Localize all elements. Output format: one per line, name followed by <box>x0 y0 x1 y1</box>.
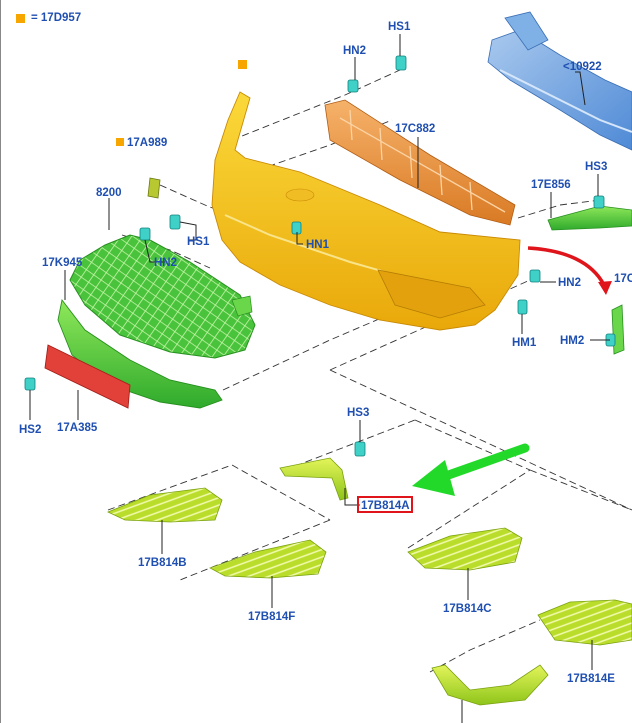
bracket-17c <box>611 304 625 355</box>
bracket-17b814a <box>279 457 349 501</box>
legend-text: = 17D957 <box>31 12 82 24</box>
leader-lines <box>29 34 610 723</box>
bezel-17b814f <box>209 539 327 579</box>
label-hs1-left: HS1 <box>187 236 210 248</box>
label-hm1: HM1 <box>512 337 537 349</box>
bezel-lower <box>431 664 549 706</box>
legend: = 17D957 <box>16 12 81 24</box>
label-hs2: HS2 <box>19 424 41 436</box>
highlight-box <box>357 496 413 513</box>
direction-arrow-red-head <box>598 281 612 295</box>
label-17k945: 17K945 <box>42 257 83 269</box>
label-hn1: HN1 <box>306 239 330 251</box>
label-hs1-top: HS1 <box>388 21 411 33</box>
bracket-17a989 <box>147 177 161 199</box>
marker-bumper <box>238 60 247 69</box>
label-reinforcement: <10922 <box>563 61 602 73</box>
label-17b814e: 17B814E <box>567 673 615 685</box>
label-8200: 8200 <box>96 187 122 199</box>
bumper-reinforcement <box>487 11 632 151</box>
label-hs3-right: HS3 <box>585 161 607 173</box>
highlight-arrow-green <box>412 443 530 496</box>
bezel-17b814c <box>407 527 523 571</box>
label-hn2-left: HN2 <box>154 257 177 269</box>
radiator-grille <box>57 234 256 409</box>
label-hn2-top: HN2 <box>343 45 366 57</box>
label-17e856: 17E856 <box>531 179 571 191</box>
label-17b814f: 17B814F <box>248 611 295 623</box>
label-hs3-mid: HS3 <box>347 407 369 419</box>
part-labels: HS1 HN2 <10922 17C882 17A989 8200 HS1 HN… <box>19 21 632 685</box>
lower-deflector <box>44 344 131 409</box>
label-hm2: HM2 <box>560 335 584 347</box>
energy-absorber <box>324 99 516 226</box>
label-17c: 17C <box>614 273 632 285</box>
legend-marker <box>16 13 25 23</box>
label-absorber: 17C882 <box>395 123 435 135</box>
label-17b814b: 17B814B <box>138 557 187 569</box>
label-17a385: 17A385 <box>57 422 98 434</box>
trim-strip-17e856 <box>547 205 632 231</box>
label-hn2-right: HN2 <box>558 277 581 289</box>
assembly-lines <box>107 69 632 673</box>
marker-17a989 <box>116 138 124 146</box>
label-17b814c: 17B814C <box>443 603 492 615</box>
label-17b814a: 17B814A <box>361 500 410 512</box>
direction-arrow-red <box>527 246 606 286</box>
bezel-17b814e <box>537 599 632 646</box>
bumper-cover <box>211 91 521 331</box>
label-17a989: 17A989 <box>127 137 167 149</box>
bezel-17b814b <box>107 487 223 523</box>
fasteners <box>24 55 616 457</box>
